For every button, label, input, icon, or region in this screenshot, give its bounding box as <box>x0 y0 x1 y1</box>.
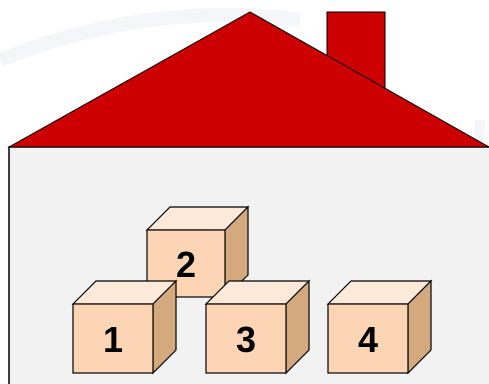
box-4-label: 4 <box>358 319 378 360</box>
box-1-label: 1 <box>103 319 123 360</box>
box-3-front <box>205 303 287 374</box>
box-3: 3 <box>204 279 311 375</box>
box-3-label: 3 <box>236 319 256 360</box>
roof <box>7 11 489 148</box>
box-1: 1 <box>71 279 178 375</box>
box-1-front <box>72 303 154 374</box>
box-4-front <box>327 303 409 374</box>
box-2-label: 2 <box>176 244 196 285</box>
box-4: 4 <box>326 279 433 375</box>
